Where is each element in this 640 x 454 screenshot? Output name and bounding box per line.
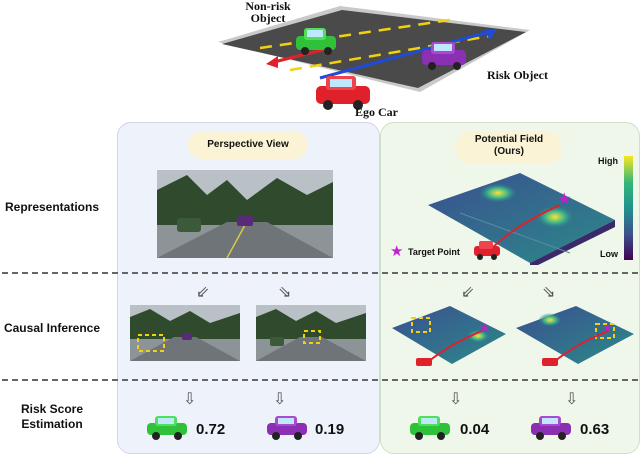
car-icon xyxy=(531,416,571,440)
star-icon: ★ xyxy=(557,191,572,208)
causal-view-image-right xyxy=(256,305,366,361)
arrow-down-left-icon: ⇙ xyxy=(461,284,475,301)
colorbar xyxy=(624,156,633,260)
non-risk-object-label: Non-risk Object xyxy=(245,0,291,25)
score-green-perspective: 0.72 xyxy=(196,421,226,438)
causal-field-right: ★ xyxy=(512,300,637,375)
car-icon xyxy=(410,416,450,440)
potential-field-surface xyxy=(420,165,620,270)
row-divider xyxy=(2,379,638,381)
perspective-view-title: Perspective View xyxy=(188,131,308,159)
top-scene xyxy=(200,0,570,120)
target-point-label: Target Point xyxy=(408,247,460,257)
arrow-head-icon xyxy=(266,56,278,68)
star-icon: ★ xyxy=(390,243,404,260)
colorbar-high-label: High xyxy=(598,156,618,166)
arrow-down-icon: ⇩ xyxy=(273,391,287,408)
arrow-down-right-icon: ⇘ xyxy=(278,284,292,301)
road-surface xyxy=(222,10,526,88)
ego-trajectory-line xyxy=(319,28,497,80)
car-icon xyxy=(422,42,466,70)
row-divider xyxy=(2,272,638,274)
car-icon xyxy=(316,76,370,110)
arrow-down-icon: ⇩ xyxy=(449,391,463,408)
star-icon: ★ xyxy=(602,321,613,335)
causal-view-image-left xyxy=(130,305,240,361)
score-green-potential-field: 0.04 xyxy=(460,421,490,438)
risk-object-label: Risk Object xyxy=(487,68,548,82)
target-trajectory-line xyxy=(489,204,561,251)
arrow-down-icon: ⇩ xyxy=(183,391,197,408)
score-purple-perspective: 0.19 xyxy=(315,421,345,438)
arrow-down-icon: ⇩ xyxy=(565,391,579,408)
car-icon xyxy=(147,416,187,440)
ego-car-label: Ego Car xyxy=(355,105,398,119)
car-icon xyxy=(296,28,336,55)
road-illustration xyxy=(218,6,530,110)
star-icon: ★ xyxy=(479,321,490,335)
row-label-representations: Representations xyxy=(4,200,100,214)
nonrisk-trajectory-line xyxy=(273,46,331,64)
car-icon xyxy=(267,416,307,440)
potential-field-title: Potential Field (Ours) xyxy=(456,131,562,164)
arrow-head-icon xyxy=(484,30,496,40)
row-label-risk-score-estimation: Risk Score Estimation xyxy=(20,402,84,431)
score-purple-potential-field: 0.63 xyxy=(580,421,610,438)
colorbar-low-label: Low xyxy=(600,249,618,259)
arrow-down-left-icon: ⇙ xyxy=(196,284,210,301)
arrow-down-right-icon: ⇘ xyxy=(542,284,556,301)
perspective-view-image xyxy=(157,170,333,258)
lane-line xyxy=(259,18,451,50)
car-icon xyxy=(474,241,500,260)
causal-field-left: ★ xyxy=(388,300,508,375)
row-label-causal-inference: Causal Inference xyxy=(3,321,101,335)
